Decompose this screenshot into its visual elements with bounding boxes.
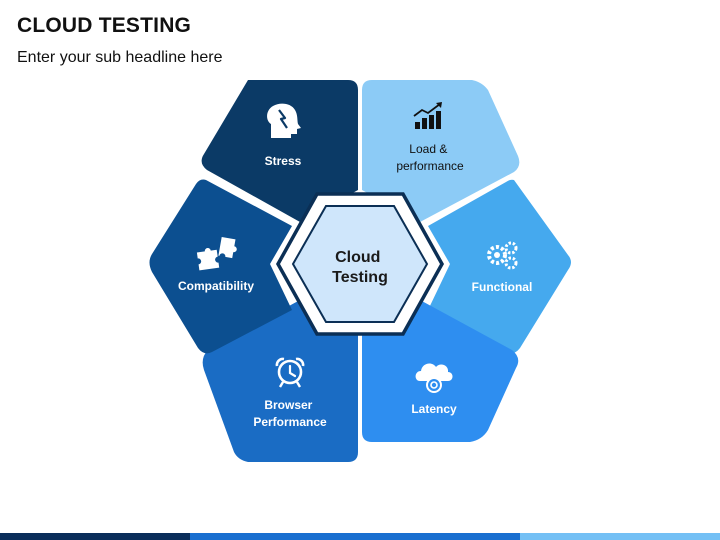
segment-functional[interactable]: Functional <box>428 179 571 354</box>
segment-load-line1: Load & <box>409 142 447 156</box>
puzzle-pieces-icon <box>196 236 237 271</box>
segment-stress-shape <box>201 80 358 222</box>
bar-chart-trend-icon <box>413 102 442 129</box>
page-title: CLOUD TESTING <box>17 14 192 37</box>
head-brain-icon <box>267 103 301 138</box>
center-label-line1: Cloud <box>335 249 380 266</box>
segment-load-line2: performance <box>396 159 464 173</box>
segment-compatibility-line1: Compatibility <box>178 279 254 293</box>
segment-browser-shape <box>202 300 358 462</box>
alarm-clock-icon <box>275 357 305 388</box>
footer-bar-light <box>520 533 720 540</box>
center-inner-hex <box>291 205 429 323</box>
footer-bar-mid <box>190 533 520 540</box>
segment-browser-line1: Browser <box>264 398 312 412</box>
page-subtitle: Enter your sub headline here <box>17 49 223 66</box>
segment-functional-shape <box>428 179 571 354</box>
segment-functional-line1: Functional <box>472 280 533 294</box>
segment-load-shape <box>362 80 520 222</box>
footer-color-bar <box>0 533 720 540</box>
segment-stress-label: Stress <box>265 154 302 168</box>
segment-compatibility-shape <box>149 179 292 354</box>
center-label-line2: Testing <box>332 269 388 286</box>
segment-latency-line1: Latency <box>411 402 457 416</box>
gears-icon <box>487 241 518 270</box>
segment-browser-label: Browser Performance <box>253 398 327 429</box>
segment-load[interactable]: Load & performance <box>362 80 520 222</box>
footer-bar-dark <box>0 533 190 540</box>
segment-browser[interactable]: Browser Performance <box>202 300 358 462</box>
segment-browser-line2: Performance <box>253 415 327 429</box>
cloud-gear-icon <box>415 363 453 393</box>
segment-load-label: Load & performance <box>396 142 464 173</box>
segment-stress-line1: Stress <box>265 154 302 168</box>
center-hexagon: Cloud Testing <box>275 192 445 336</box>
segment-latency-label: Latency <box>411 402 457 416</box>
segment-functional-label: Functional <box>472 280 533 294</box>
center-label: Cloud Testing <box>332 249 388 286</box>
segment-stress[interactable]: Stress <box>201 80 358 222</box>
segment-compatibility-label: Compatibility <box>178 279 254 293</box>
segment-compatibility[interactable]: Compatibility <box>149 179 293 354</box>
